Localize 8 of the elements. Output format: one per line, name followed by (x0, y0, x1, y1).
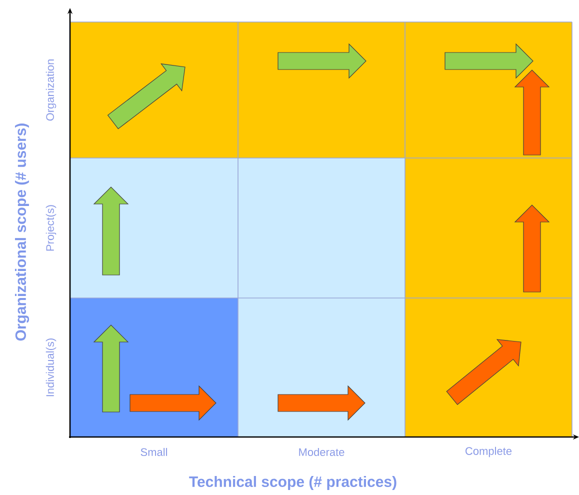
axis-title: Organizational scope (# users) (14, 124, 30, 341)
axis-label: Project(s) (46, 205, 56, 251)
axis-label: Moderate (299, 448, 344, 456)
axis-label: Individual(s) (46, 338, 56, 396)
axis-label: Complete (466, 446, 512, 458)
axis-title: Technical scope (# practices) (189, 476, 396, 490)
axis-label: Small (140, 448, 168, 456)
axis-label: Organization (46, 60, 56, 121)
